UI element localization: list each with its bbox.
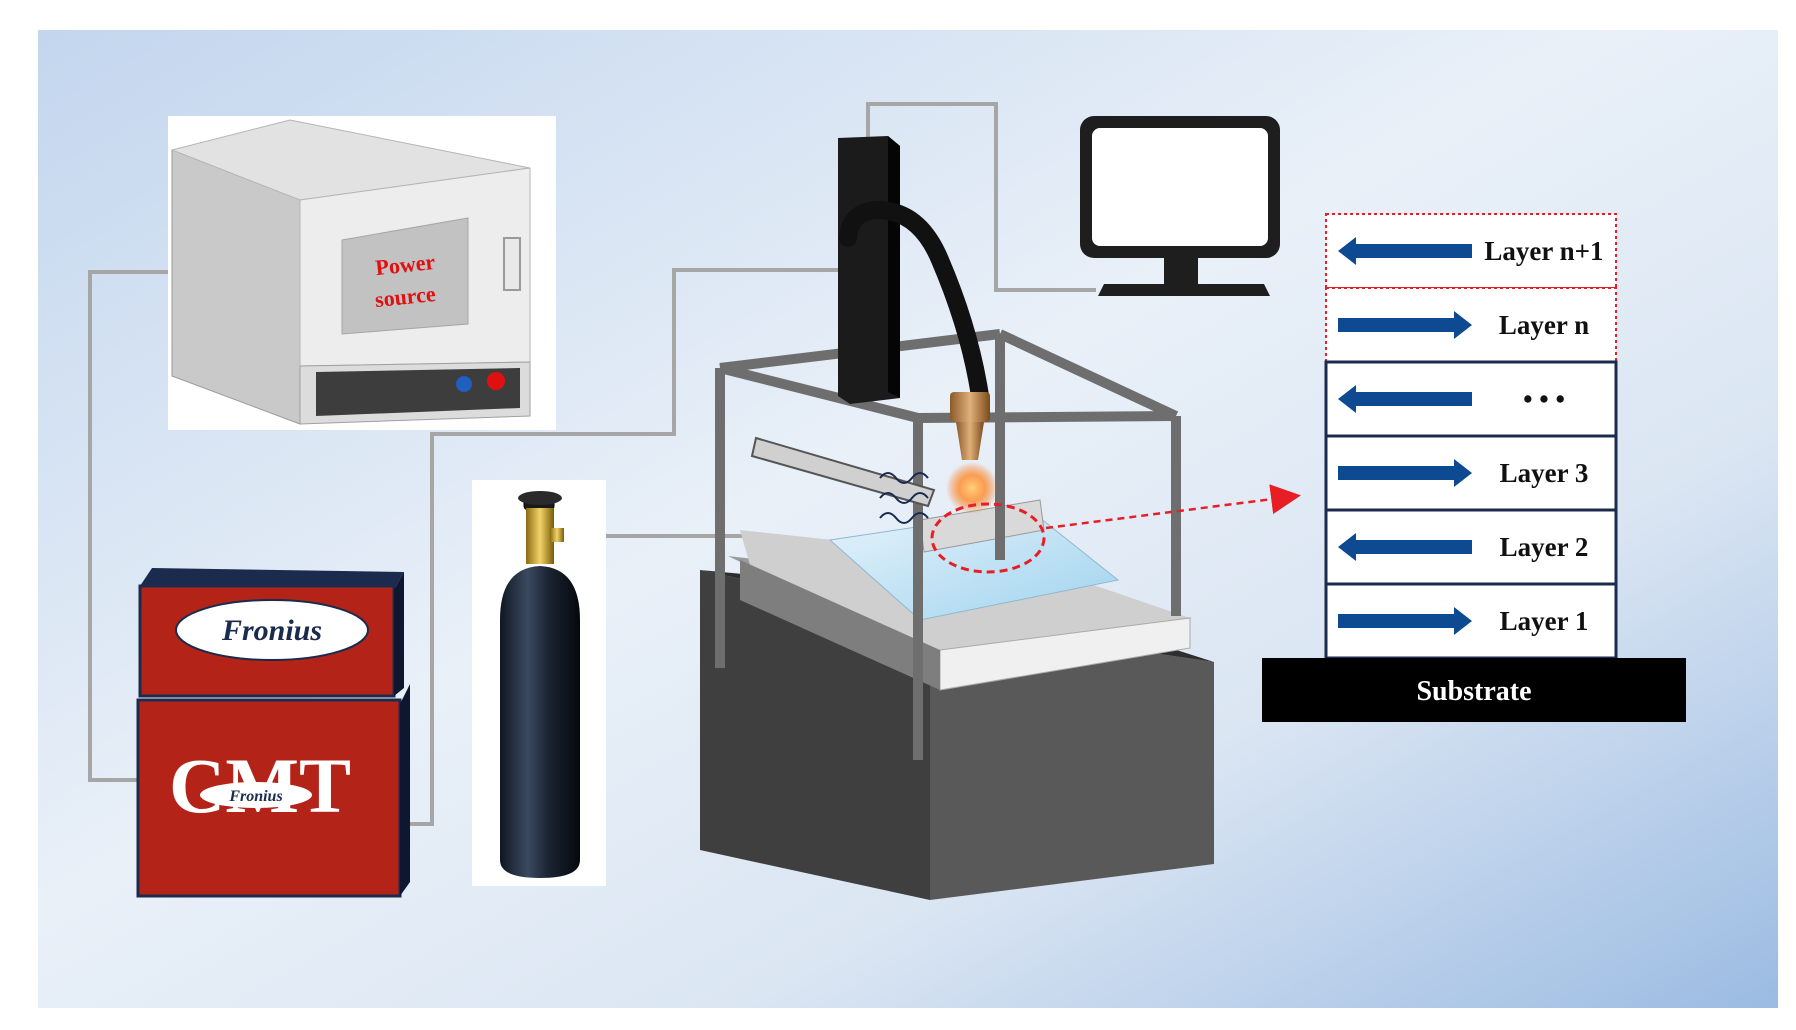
callout-arrow bbox=[1045, 484, 1301, 530]
layer-label: Layer n+1 bbox=[1484, 236, 1603, 266]
highlight-ellipse bbox=[930, 502, 1046, 574]
layer-row: Layer 3 bbox=[1324, 434, 1618, 512]
gas-cylinder bbox=[472, 480, 606, 886]
layer-row: Layer n bbox=[1325, 287, 1617, 363]
fronius-cmt-unit: Fronius CMT Fronius bbox=[136, 568, 410, 898]
cylinder-valve bbox=[526, 508, 554, 564]
power-source-label-line1: Power bbox=[374, 249, 436, 280]
arrow-right-icon bbox=[1338, 607, 1472, 635]
welding-machine bbox=[700, 136, 1301, 900]
substrate-bar: Substrate bbox=[1262, 658, 1686, 722]
gas-nozzle bbox=[750, 436, 936, 508]
door-handle bbox=[503, 237, 521, 291]
red-knob-icon bbox=[487, 372, 505, 390]
welding-arc bbox=[946, 462, 998, 514]
layer-label: Layer 3 bbox=[1500, 458, 1589, 488]
power-source-display bbox=[341, 217, 469, 335]
layer-label: Layer 2 bbox=[1500, 532, 1589, 562]
monitor-icon bbox=[1080, 116, 1280, 296]
layer-row: • • • bbox=[1324, 360, 1618, 438]
power-source-unit: Power source bbox=[168, 116, 556, 430]
arrow-left-icon bbox=[1338, 385, 1472, 413]
layer-row: Layer 1 bbox=[1324, 582, 1618, 660]
blue-knob-icon bbox=[456, 376, 472, 392]
layer-label: Layer n bbox=[1499, 310, 1589, 340]
layer-label: Layer 1 bbox=[1500, 606, 1589, 636]
substrate-label: Substrate bbox=[1416, 676, 1531, 707]
cmt-sub-label: Fronius bbox=[228, 788, 282, 805]
arrow-left-icon bbox=[1338, 533, 1472, 561]
layer-row: Layer n+1 bbox=[1325, 213, 1617, 289]
arrow-right-icon bbox=[1338, 459, 1472, 487]
arrow-left-icon bbox=[1338, 237, 1472, 265]
layer-row: Layer 2 bbox=[1324, 508, 1618, 586]
arrow-right-icon bbox=[1338, 311, 1472, 339]
layer-label: • • • bbox=[1523, 384, 1565, 414]
welding-hose bbox=[839, 200, 989, 405]
fronius-top-label: Fronius bbox=[221, 614, 322, 647]
cylinder-body bbox=[500, 566, 580, 878]
welding-torch bbox=[950, 392, 990, 422]
